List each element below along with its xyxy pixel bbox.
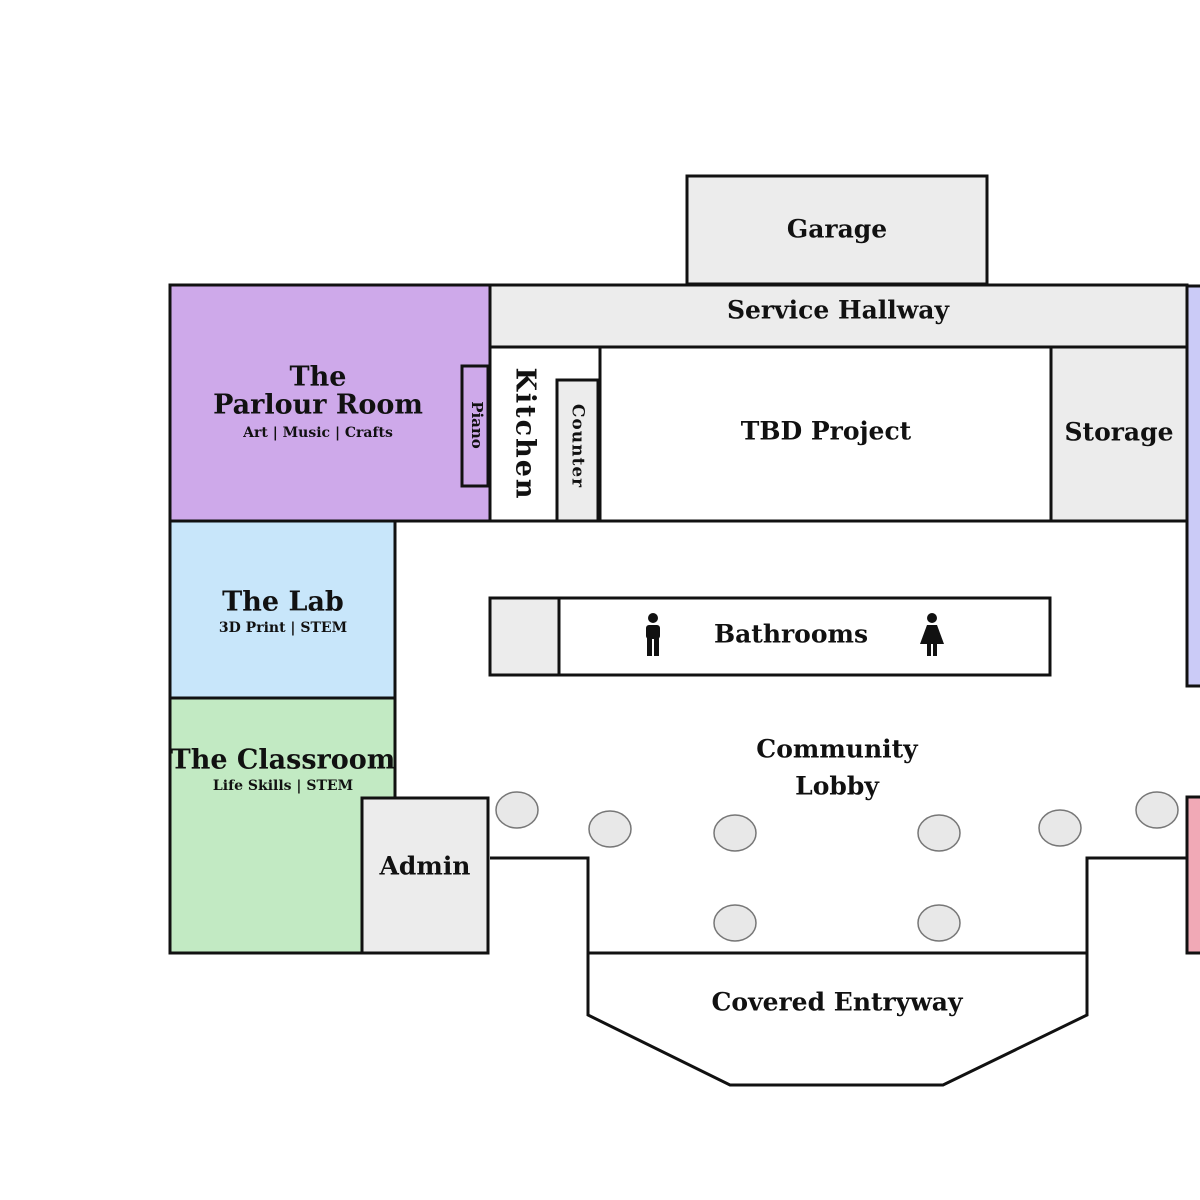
- right-wing-room-top[interactable]: [1185, 284, 1200, 688]
- storage-label: Storage: [1064, 418, 1173, 447]
- parlour-title-line2: Parlour Room: [213, 390, 423, 421]
- parlour-title-line1: The: [290, 362, 347, 393]
- tbd-project-label: TBD Project: [741, 417, 912, 446]
- woman-restroom-icon: [920, 613, 944, 656]
- service-hallway[interactable]: [488, 283, 1189, 349]
- right-wing-room-bottom[interactable]: [1185, 795, 1200, 955]
- counter: [555, 378, 600, 523]
- admin-label: Admin: [378, 852, 470, 881]
- table: [917, 904, 961, 942]
- table: [713, 904, 757, 942]
- garage-room[interactable]: [685, 174, 989, 286]
- kitchen-label: Kitchen: [510, 367, 541, 500]
- covered-entryway-label: Covered Entryway: [712, 988, 964, 1017]
- man-restroom-icon: [646, 613, 660, 656]
- piano: [460, 364, 490, 488]
- bathrooms-block[interactable]: [488, 596, 1052, 677]
- table: [713, 814, 757, 852]
- lobby-left-wall: [490, 856, 590, 953]
- parlour-subtitle: Art | Music | Crafts: [242, 425, 393, 441]
- parlour-room[interactable]: [168, 283, 492, 523]
- bathroom-utility: [488, 596, 561, 677]
- lobby-label-line1: Community: [756, 735, 919, 764]
- garage-label: Garage: [787, 215, 887, 244]
- table: [588, 810, 632, 848]
- classroom-room[interactable]: [168, 696, 397, 955]
- table: [1038, 809, 1082, 847]
- storage-room[interactable]: [1049, 345, 1189, 523]
- counter-label: Counter: [568, 404, 588, 488]
- table: [495, 791, 539, 829]
- bathrooms-label: Bathrooms: [714, 620, 868, 649]
- lobby-tables: [495, 791, 1179, 942]
- classroom-subtitle: Life Skills | STEM: [213, 778, 353, 794]
- classroom-title: The Classroom: [171, 745, 396, 776]
- lab-title: The Lab: [222, 587, 344, 618]
- lobby-label-line2: Lobby: [795, 772, 880, 801]
- piano-label: Piano: [468, 401, 486, 449]
- lobby-right-wall: [1085, 856, 1187, 953]
- admin-room[interactable]: [360, 796, 490, 955]
- lab-subtitle: 3D Print | STEM: [219, 620, 347, 636]
- table: [917, 814, 961, 852]
- service-hallway-label: Service Hallway: [727, 296, 951, 325]
- table: [1135, 791, 1179, 829]
- covered-entryway[interactable]: [586, 951, 1089, 1087]
